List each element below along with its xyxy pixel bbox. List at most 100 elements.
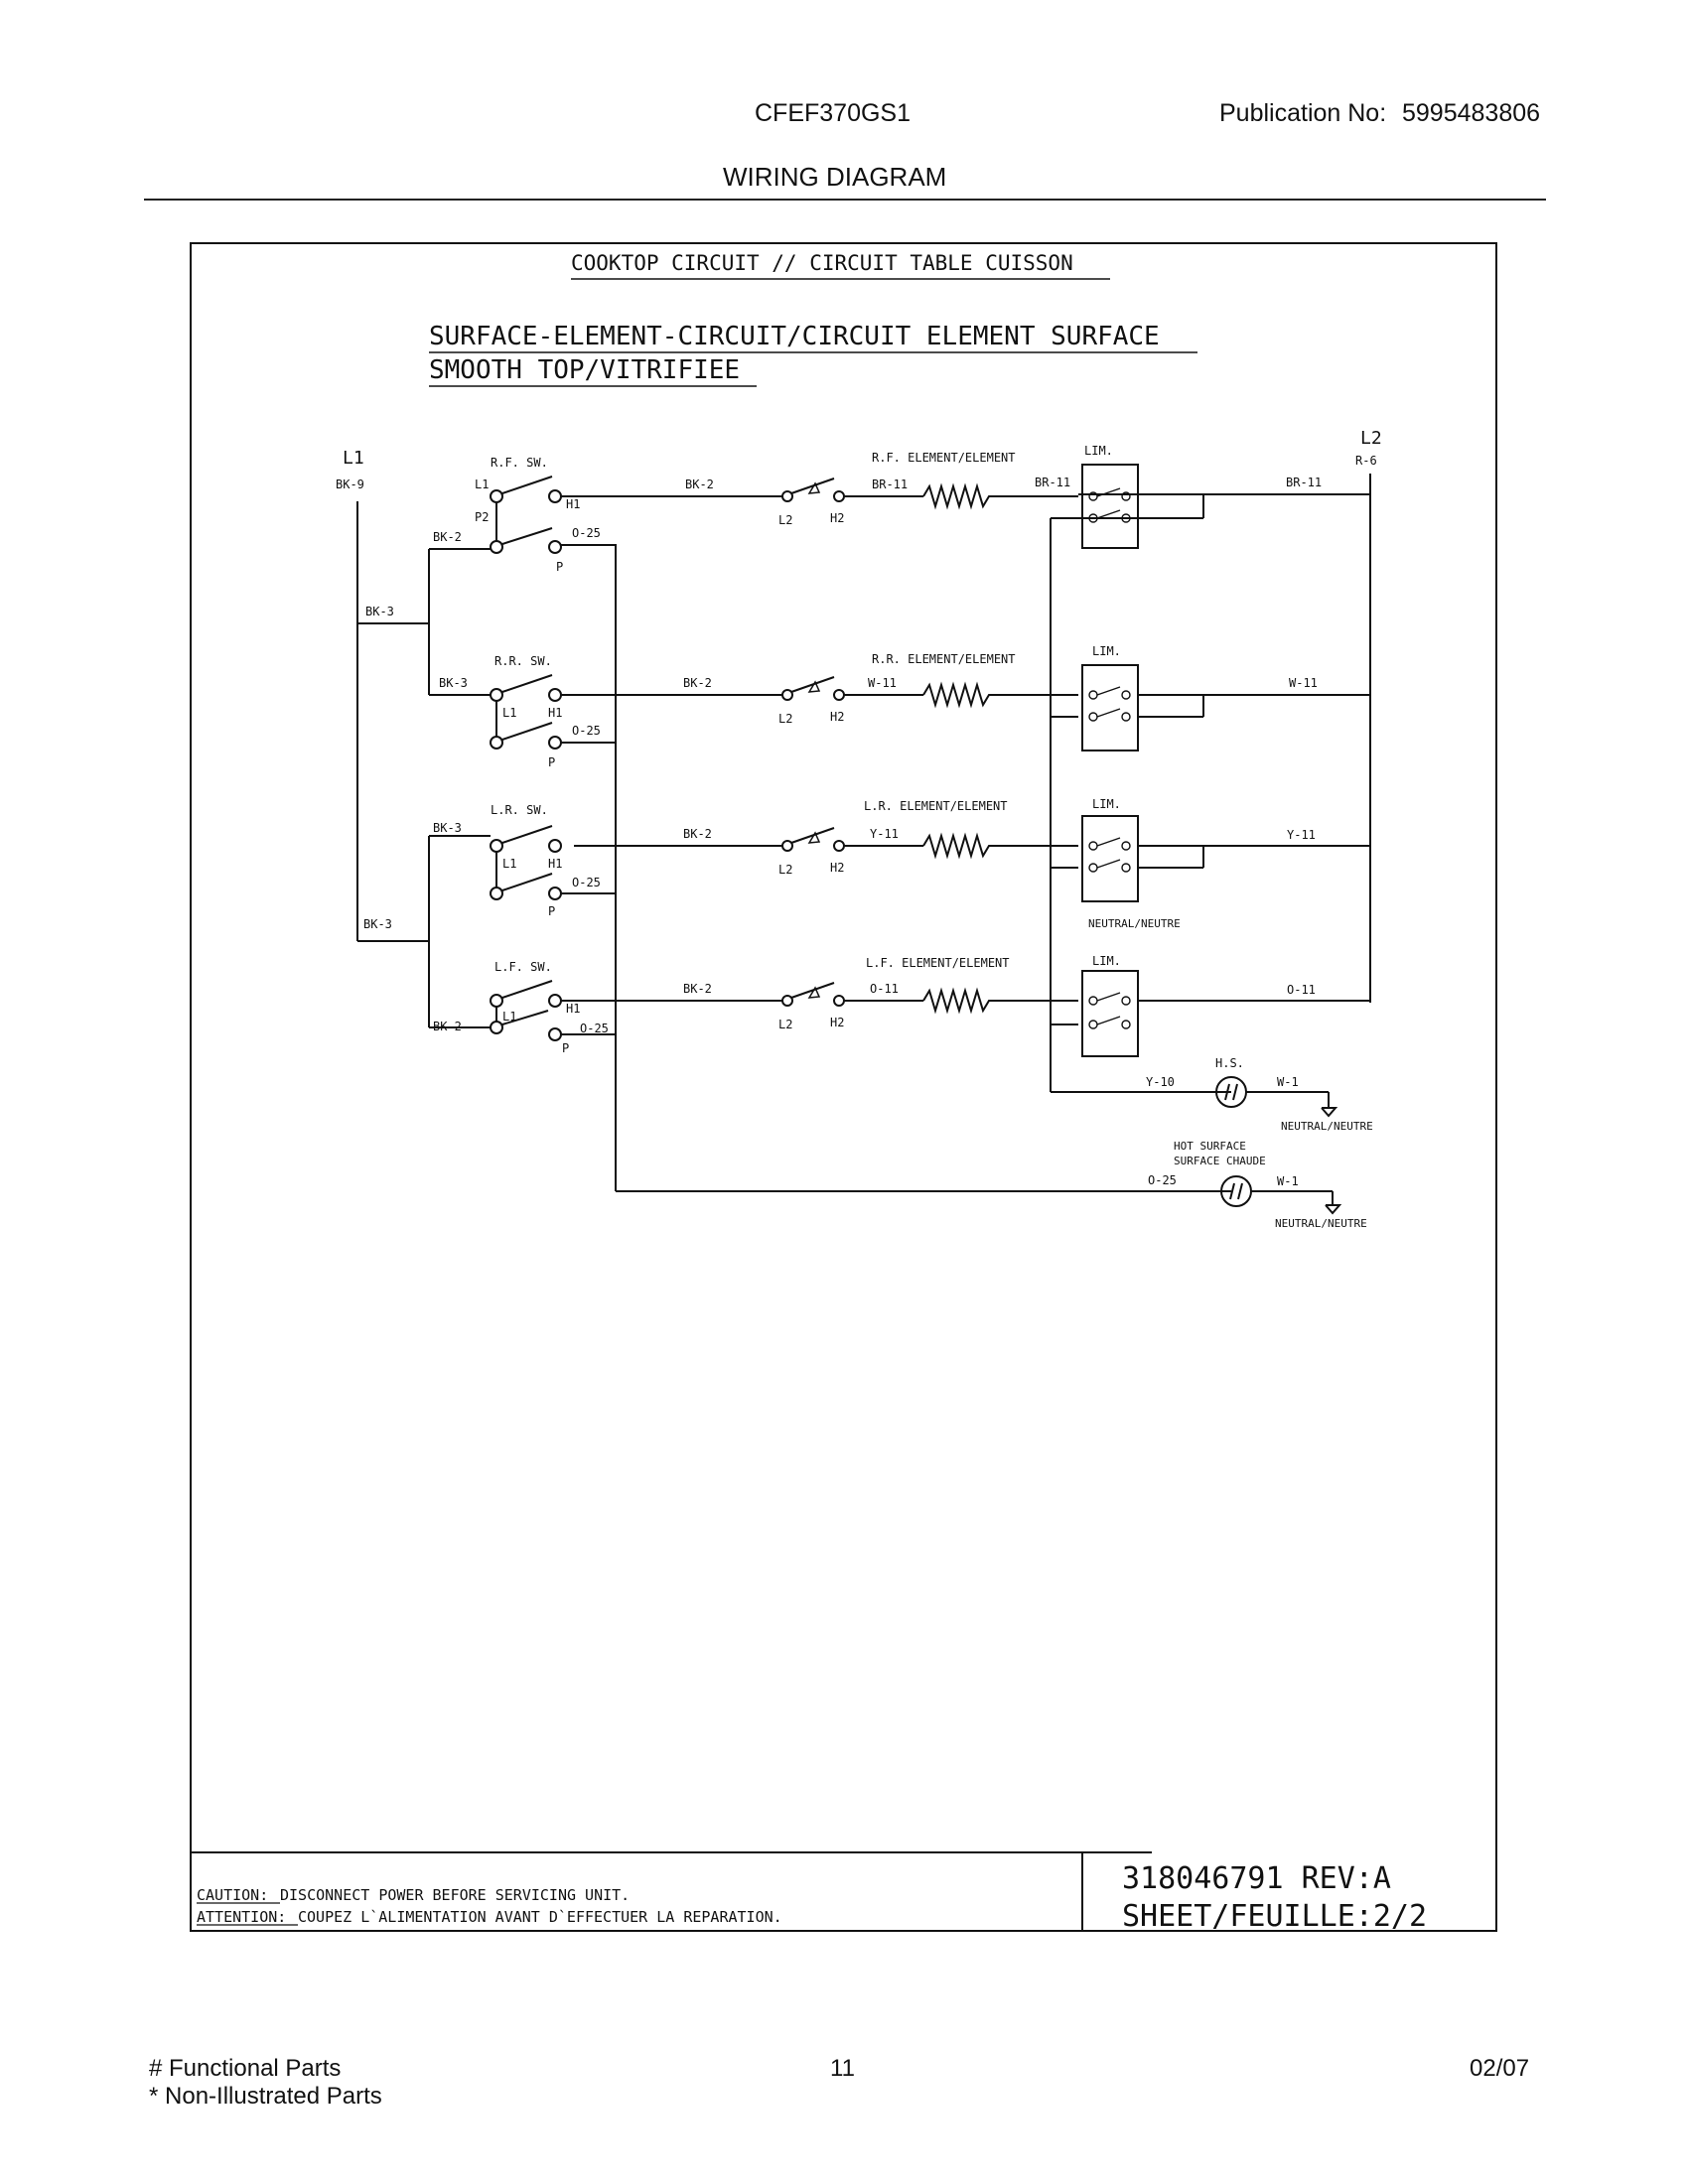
- diagram-label: BR-11: [1035, 476, 1070, 489]
- lr-limiter: [1081, 815, 1139, 902]
- diagram-subheading-2: SMOOTH TOP/VITRIFIEE: [429, 355, 740, 385]
- diagram-label: LIM.: [1092, 797, 1121, 811]
- diagram-label: L2: [778, 863, 792, 877]
- diagram-label: L1: [502, 706, 516, 720]
- diagram-label: L1: [475, 478, 489, 491]
- diagram-label: Y-11: [1287, 828, 1316, 842]
- diagram-label: H2: [830, 710, 844, 724]
- diagram-label: W-1: [1277, 1075, 1299, 1089]
- diagram-label: Y-10: [1146, 1075, 1175, 1089]
- r6-label: R-6: [1355, 454, 1377, 468]
- diagram-label: L1: [502, 1010, 516, 1024]
- diagram-label: BK-2: [683, 982, 712, 996]
- rf-limiter: [1081, 464, 1139, 549]
- part-number: 318046791 REV:A: [1122, 1861, 1391, 1896]
- rf-circuit: R.F. SW. L1 H1 P2 BK-2 P O-25 BK-2 L2 H2…: [429, 444, 1370, 574]
- diagram-label: L2: [778, 712, 792, 726]
- diagram-label: BK-3: [439, 676, 468, 690]
- caution-text: DISCONNECT POWER BEFORE SERVICING UNIT.: [280, 1886, 630, 1904]
- header-rule: [144, 199, 1546, 201]
- model-number: CFEF370GS1: [755, 99, 912, 127]
- l2-label: L2: [1360, 428, 1382, 449]
- diagram-label: H2: [830, 511, 844, 525]
- bk3-label-bottom: BK-3: [363, 917, 392, 931]
- attention-label: ATTENTION:: [197, 1908, 286, 1926]
- diagram-label: P2: [475, 510, 489, 524]
- lf-circuit: L.F. SW. H1 L1 H1 BK-2 P O-25 BK-2 L2 H2…: [429, 954, 1370, 1057]
- neutral-1-label: NEUTRAL/NEUTRE: [1281, 1120, 1373, 1133]
- diagram-label: H2: [830, 1016, 844, 1029]
- diagram-label: P: [548, 904, 555, 918]
- diagram-label: BK-2: [433, 1020, 462, 1033]
- l1-label: L1: [343, 448, 364, 469]
- diagram-label: W-11: [1289, 676, 1318, 690]
- caution-label: CAUTION:: [197, 1886, 268, 1904]
- diagram-label: L1: [502, 857, 516, 871]
- lr-element-label: L.R. ELEMENT/ELEMENT: [864, 799, 1008, 813]
- attention-text: COUPEZ L`ALIMENTATION AVANT D`EFFECTUER …: [298, 1908, 782, 1926]
- diagram-label: H1: [548, 706, 562, 720]
- diagram-label: HOT SURFACE: [1174, 1140, 1246, 1153]
- rr-limiter: [1081, 664, 1139, 751]
- diagram-label: P: [548, 755, 555, 769]
- rf-switch-label: R.F. SW.: [491, 456, 548, 470]
- functional-parts-note: # Functional Parts: [149, 2055, 342, 2082]
- diagram-subheading-1: SURFACE-ELEMENT-CIRCUIT/CIRCUIT ELEMENT …: [429, 322, 1160, 351]
- diagram-label: P: [556, 560, 563, 574]
- diagram-label: BK-2: [433, 530, 462, 544]
- diagram-label: H2: [830, 861, 844, 875]
- diagram-label: L2: [778, 513, 792, 527]
- rr-switch-label: R.R. SW.: [494, 654, 552, 668]
- rr-element-label: R.R. ELEMENT/ELEMENT: [872, 652, 1016, 666]
- diagram-label: O-25: [1148, 1173, 1177, 1187]
- diagram-label: LIM.: [1092, 954, 1121, 968]
- rf-element-label: R.F. ELEMENT/ELEMENT: [872, 451, 1016, 465]
- diagram-heading: COOKTOP CIRCUIT // CIRCUIT TABLE CUISSON: [571, 251, 1073, 275]
- diagram-label: O-25: [580, 1022, 609, 1035]
- diagram-label: BK-3: [433, 821, 462, 835]
- page-title: WIRING DIAGRAM: [723, 162, 947, 192]
- diagram-label: Y-11: [870, 827, 899, 841]
- diagram-frame: [190, 242, 1497, 1932]
- diagram-label: BK-2: [683, 827, 712, 841]
- non-illustrated-note: * Non-Illustrated Parts: [149, 2083, 382, 2110]
- neutral-2-label: NEUTRAL/NEUTRE: [1275, 1217, 1367, 1230]
- diagram-label: P: [562, 1041, 569, 1055]
- lf-limiter: [1081, 970, 1139, 1057]
- diagram-label: LIM.: [1084, 444, 1113, 458]
- diagram-label: H.S.: [1215, 1056, 1244, 1070]
- lf-switch-label: L.F. SW.: [494, 960, 552, 974]
- bk9-label: BK-9: [336, 478, 364, 491]
- diagram-label: H1: [566, 1002, 580, 1016]
- lr-circuit: L.R. SW. BK-3 L1 H1 P O-25 BK-2 L2 H2 L.…: [429, 797, 1370, 930]
- lf-element-coil: [922, 987, 998, 1015]
- lr-switch-label: L.R. SW.: [491, 803, 548, 817]
- page-number: 11: [830, 2055, 855, 2082]
- diagram-label: O-25: [572, 526, 601, 540]
- diagram-label: LIM.: [1092, 644, 1121, 658]
- diagram-label: BK-2: [683, 676, 712, 690]
- diagram-label: O-11: [1287, 983, 1316, 997]
- publication-label: Publication No:: [1219, 99, 1387, 127]
- diagram-label: L2: [778, 1018, 792, 1031]
- diagram-label: O-11: [870, 982, 899, 996]
- rr-circuit: R.R. SW. BK-3 L1 H1 P O-25 BK-2 L2 H2 R.…: [429, 644, 1370, 769]
- diagram-label: SURFACE CHAUDE: [1174, 1155, 1266, 1167]
- rf-element-coil: [922, 482, 998, 510]
- diagram-label: O-25: [572, 724, 601, 738]
- diagram-label: BR-11: [1286, 476, 1322, 489]
- publication-number: 5995483806: [1402, 99, 1541, 127]
- footer-date: 02/07: [1470, 2055, 1530, 2082]
- rr-element-coil: [922, 681, 998, 709]
- neutral-mid-label: NEUTRAL/NEUTRE: [1088, 917, 1181, 930]
- diagram-label: H1: [566, 497, 580, 511]
- diagram-label: BR-11: [872, 478, 908, 491]
- limiter-contacts: [1088, 487, 1131, 1029]
- bk3-label-top: BK-3: [365, 605, 394, 618]
- diagram-label: W-1: [1277, 1174, 1299, 1188]
- sheet-number: SHEET/FEUILLE:2/2: [1122, 1899, 1427, 1934]
- diagram-label: BK-2: [685, 478, 714, 491]
- hs-indicator-2: HOT SURFACE SURFACE CHAUDE O-25 W-1 NEUT…: [1148, 1140, 1367, 1230]
- diagram-label: W-11: [868, 676, 897, 690]
